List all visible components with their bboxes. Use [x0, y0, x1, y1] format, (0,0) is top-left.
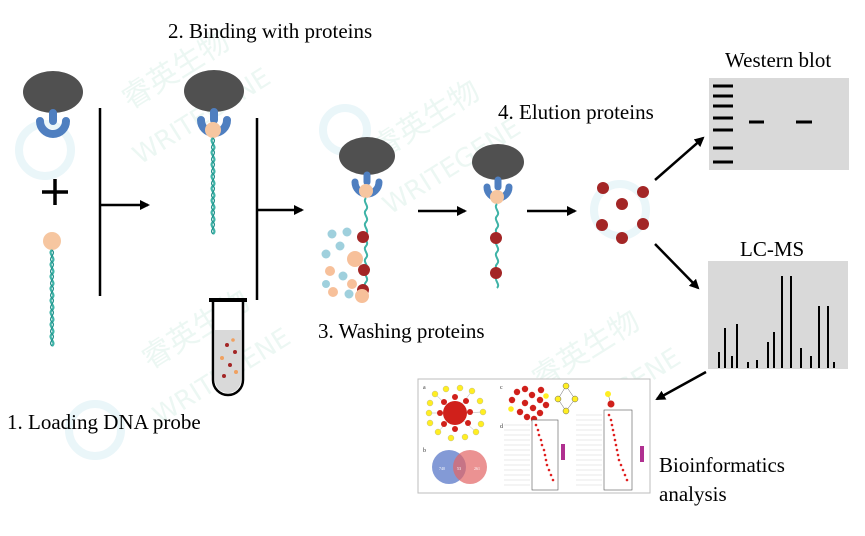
- target-protein-icon: [357, 231, 369, 243]
- western-blot-label: Western blot: [725, 48, 832, 72]
- biotin-head-icon: [43, 232, 61, 250]
- enrichment-plot-left: [504, 419, 565, 491]
- target-protein-icon: [358, 264, 370, 276]
- dna-probe-icon: [363, 197, 369, 295]
- magnetic-bead-icon: [472, 144, 524, 180]
- target-protein-icon: [490, 267, 502, 279]
- panel-letter: b: [423, 448, 426, 454]
- bioinformatics-figure: a c b d: [417, 378, 651, 494]
- eluted-proteins: [596, 182, 649, 244]
- biotin-head-icon: [490, 190, 504, 204]
- lcms-label: LC-MS: [740, 237, 805, 261]
- venn-center-value: 53: [457, 466, 461, 471]
- arrow-to-western: [654, 136, 705, 181]
- venn-diagram: 740 53 261: [432, 450, 487, 484]
- step-3-label: 3. Washing proteins: [318, 319, 485, 343]
- stage-1-loading: [23, 71, 83, 347]
- streptavidin-linker-icon: [36, 109, 70, 138]
- biotin-head-icon: [205, 122, 221, 138]
- nonspecific-proteins: [321, 227, 369, 303]
- venn-left-value: 740: [439, 466, 445, 471]
- stage-2-binding: [184, 70, 244, 235]
- plus-sign-icon: [42, 179, 68, 205]
- step-2-label: 2. Binding with proteins: [168, 19, 373, 43]
- panel-letter: a: [423, 385, 426, 391]
- step-4-label: 4. Elution proteins: [498, 100, 654, 124]
- stage-3-washed: [472, 144, 524, 289]
- arrow-lcms-to-bioinfo: [655, 370, 707, 401]
- western-blot-panel: [709, 78, 849, 170]
- enrichment-plot-right: [576, 409, 644, 491]
- step-1-label: 1. Loading DNA probe: [7, 410, 201, 434]
- magnetic-bead-icon: [339, 137, 395, 175]
- ms-spectrum-peaks: [718, 276, 835, 368]
- biotin-head-icon: [359, 184, 373, 198]
- stage-3-washing: [321, 137, 395, 303]
- lcms-panel: [708, 261, 848, 369]
- panel-letter: c: [500, 385, 503, 391]
- bioinformatics-label-line2: analysis: [659, 482, 727, 506]
- venn-right-value: 261: [474, 466, 480, 471]
- target-protein-icon: [490, 232, 502, 244]
- test-tube-icon: [209, 298, 247, 397]
- panel-letter: d: [500, 424, 503, 430]
- protein-network-a: [425, 384, 487, 442]
- bioinformatics-label-line1: Bioinformatics: [659, 453, 785, 477]
- magnetic-bead-icon: [23, 71, 83, 113]
- magnetic-bead-icon: [184, 70, 244, 112]
- ladder-bands: [713, 84, 733, 164]
- arrow-to-lcms: [654, 243, 700, 290]
